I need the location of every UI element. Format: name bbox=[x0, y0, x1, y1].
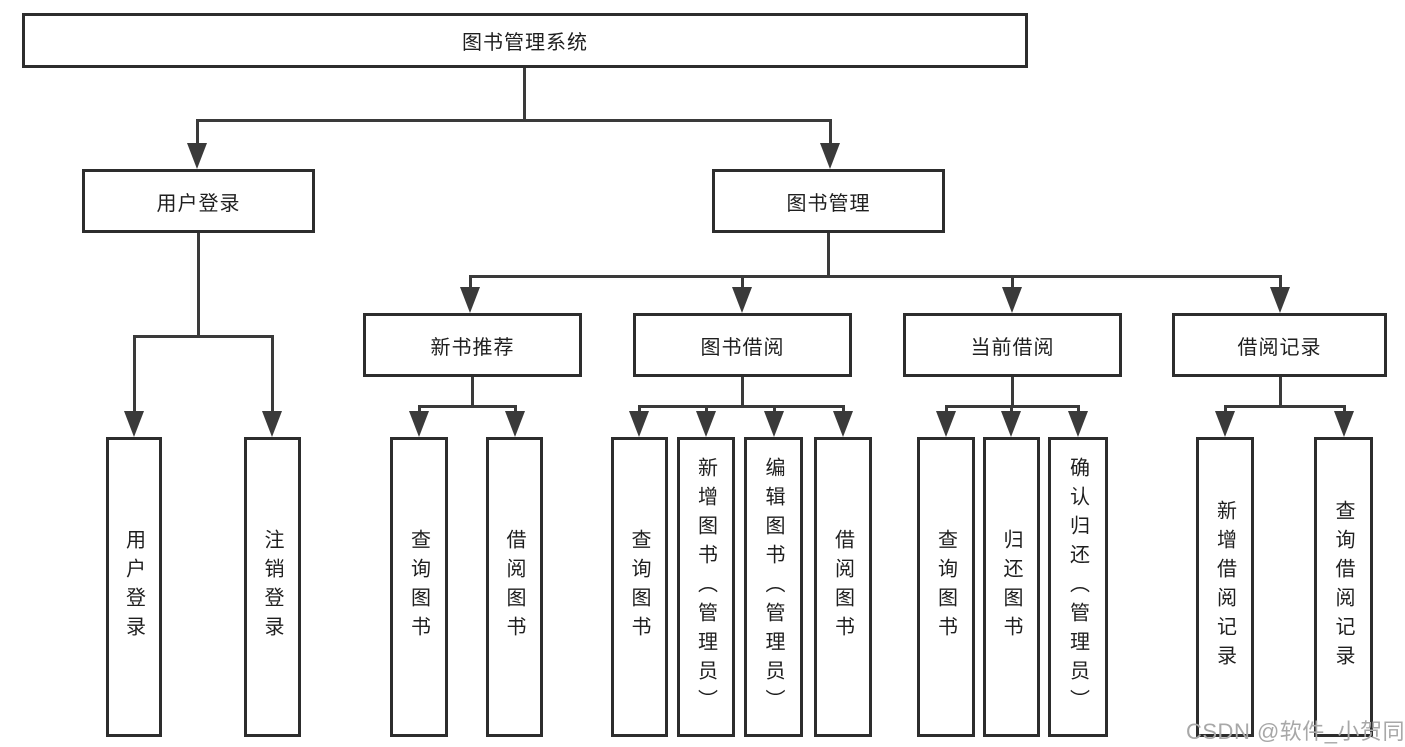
leaf-current-query: 查询图书 bbox=[917, 437, 975, 737]
connector-shaft bbox=[842, 405, 845, 413]
node-label: 用户登录 bbox=[156, 192, 241, 215]
node-borrow-records: 借阅记录 bbox=[1172, 313, 1387, 377]
arrow-down-icon bbox=[1001, 411, 1021, 437]
leaf-label: 编辑图书（管理员） bbox=[762, 456, 784, 718]
leaf-label: 归还图书 bbox=[1000, 529, 1022, 645]
leaf-newbook-query: 查询图书 bbox=[390, 437, 448, 737]
connector-shaft bbox=[741, 275, 744, 289]
connector-shaft bbox=[514, 405, 517, 413]
leaf-borrow-edit-admin: 编辑图书（管理员） bbox=[744, 437, 803, 737]
node-book-management: 图书管理 bbox=[712, 169, 945, 233]
leaf-records-add: 新增借阅记录 bbox=[1196, 437, 1254, 737]
leaf-current-return: 归还图书 bbox=[983, 437, 1040, 737]
arrow-down-icon bbox=[833, 411, 853, 437]
connector-shaft bbox=[1077, 405, 1080, 413]
leaf-records-query: 查询借阅记录 bbox=[1314, 437, 1373, 737]
connector-currentborrow-stub bbox=[1011, 377, 1014, 405]
connector-shaft bbox=[271, 335, 274, 413]
arrow-down-icon bbox=[187, 143, 207, 169]
node-new-book-recommend: 新书推荐 bbox=[363, 313, 582, 377]
connector-shaft bbox=[133, 335, 136, 413]
leaf-current-confirm-admin: 确认归还（管理员） bbox=[1048, 437, 1108, 737]
arrow-down-icon bbox=[505, 411, 525, 437]
connector-userlogin-stub bbox=[197, 233, 200, 335]
connector-shaft bbox=[196, 119, 199, 145]
node-book-borrow: 图书借阅 bbox=[633, 313, 852, 377]
connector-shaft bbox=[1010, 405, 1013, 413]
arrow-down-icon bbox=[262, 411, 282, 437]
leaf-label: 注销登录 bbox=[261, 529, 283, 645]
connector-shaft bbox=[945, 405, 948, 413]
arrow-down-icon bbox=[1068, 411, 1088, 437]
connector-shaft bbox=[829, 119, 832, 145]
leaf-logout: 注销登录 bbox=[244, 437, 301, 737]
leaf-label: 查询借阅记录 bbox=[1332, 500, 1354, 674]
connector-root-stub bbox=[523, 68, 526, 119]
node-label: 图书借阅 bbox=[700, 336, 785, 359]
arrow-down-icon bbox=[696, 411, 716, 437]
arrow-down-icon bbox=[732, 287, 752, 313]
leaf-borrow-add-admin: 新增图书（管理员） bbox=[677, 437, 735, 737]
connector-shaft bbox=[638, 405, 641, 413]
csdn-watermark: CSDN @软件_小贺同学 bbox=[1186, 719, 1405, 744]
connector-shaft bbox=[705, 405, 708, 413]
connector-shaft bbox=[773, 405, 776, 413]
connector-level2-bar bbox=[197, 119, 831, 122]
leaf-borrow-borrow: 借阅图书 bbox=[814, 437, 872, 737]
node-label: 图书管理 bbox=[786, 192, 871, 215]
leaf-user-login: 用户登录 bbox=[106, 437, 162, 737]
arrow-down-icon bbox=[764, 411, 784, 437]
leaf-label: 用户登录 bbox=[122, 529, 145, 645]
arrow-down-icon bbox=[1002, 287, 1022, 313]
leaf-newbook-borrow: 借阅图书 bbox=[486, 437, 543, 737]
arrow-down-icon bbox=[936, 411, 956, 437]
arrow-down-icon bbox=[1334, 411, 1354, 437]
connector-newbook-bar bbox=[418, 405, 517, 408]
connector-level3-bar bbox=[470, 275, 1282, 278]
leaf-label: 查询图书 bbox=[934, 529, 957, 645]
connector-bookborrow-stub bbox=[741, 377, 744, 405]
connector-shaft bbox=[1279, 275, 1282, 289]
connector-newbook-stub bbox=[471, 377, 474, 405]
node-current-borrow: 当前借阅 bbox=[903, 313, 1122, 377]
arrow-down-icon bbox=[124, 411, 144, 437]
node-label: 借阅记录 bbox=[1237, 336, 1322, 359]
node-label: 新书推荐 bbox=[430, 336, 515, 359]
arrow-down-icon bbox=[629, 411, 649, 437]
connector-shaft bbox=[1343, 405, 1346, 413]
leaf-borrow-query: 查询图书 bbox=[611, 437, 668, 737]
connector-bookmgmt-stub bbox=[827, 233, 830, 275]
connector-shaft bbox=[469, 275, 472, 289]
connector-bookborrow-bar bbox=[638, 405, 845, 408]
arrow-down-icon bbox=[1215, 411, 1235, 437]
arrow-down-icon bbox=[460, 287, 480, 313]
arrow-down-icon bbox=[820, 143, 840, 169]
connector-records-stub bbox=[1279, 377, 1282, 405]
arrow-down-icon bbox=[1270, 287, 1290, 313]
leaf-label: 借阅图书 bbox=[503, 529, 525, 645]
arrow-down-icon bbox=[409, 411, 429, 437]
node-label: 当前借阅 bbox=[970, 336, 1055, 359]
leaf-label: 确认归还（管理员） bbox=[1066, 456, 1089, 718]
connector-records-bar bbox=[1224, 405, 1345, 408]
leaf-label: 查询图书 bbox=[407, 529, 430, 645]
node-label: 图书管理系统 bbox=[462, 32, 588, 54]
leaf-label: 新增借阅记录 bbox=[1213, 500, 1236, 674]
leaf-label: 借阅图书 bbox=[831, 529, 854, 645]
connector-userlogin-bar bbox=[133, 335, 274, 338]
connector-shaft bbox=[1224, 405, 1227, 413]
node-root-library-system: 图书管理系统 bbox=[22, 13, 1028, 68]
leaf-label: 查询图书 bbox=[628, 529, 650, 645]
connector-shaft bbox=[418, 405, 421, 413]
node-user-login: 用户登录 bbox=[82, 169, 315, 233]
connector-shaft bbox=[1011, 275, 1014, 289]
leaf-label: 新增图书（管理员） bbox=[694, 456, 717, 718]
